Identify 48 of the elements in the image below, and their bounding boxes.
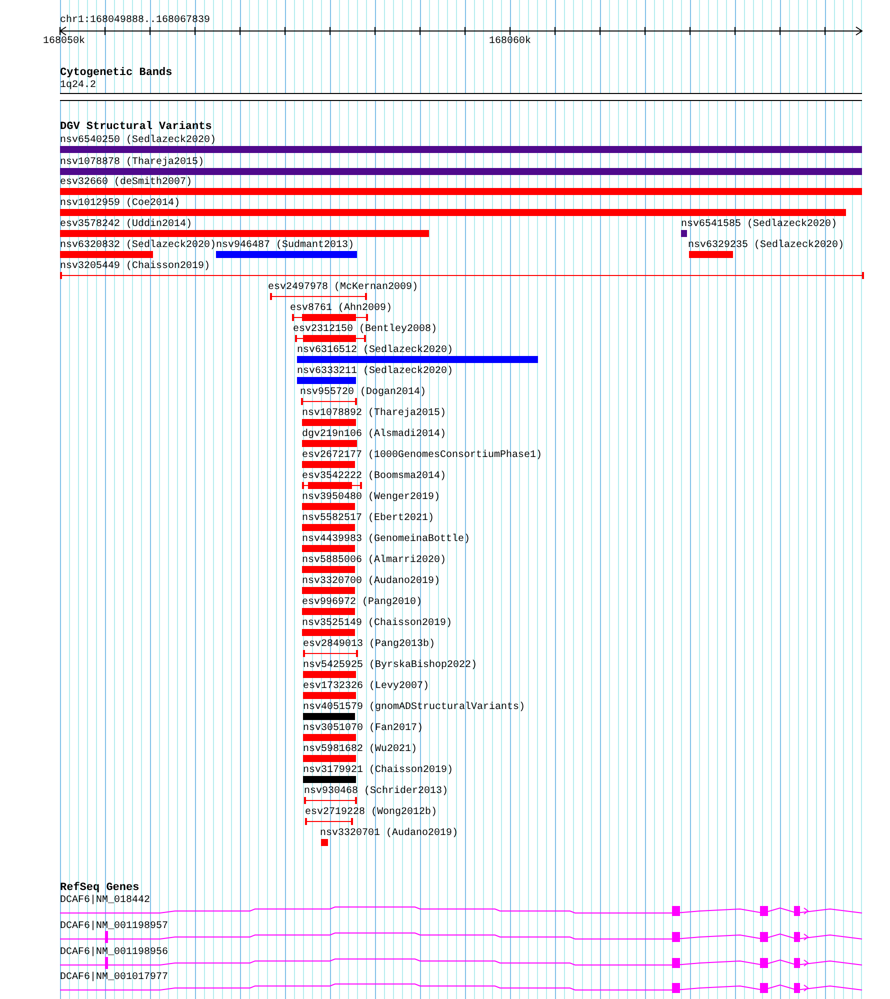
variant-label: nsv6540250 (Sedlazeck2020) xyxy=(60,135,216,147)
variant-label: nsv946487 (Sudmant2013) xyxy=(216,240,354,252)
variant-label: nsv1078892 (Thareja2015) xyxy=(302,408,446,420)
transcript-label: DCAF6|NM_001198957 xyxy=(60,921,170,933)
variant-label: nsv1012959 (Coe2014) xyxy=(60,198,180,210)
variant-label: nsv5582517 (Ebert2021) xyxy=(302,513,434,525)
variant-label: esv32660 (deSmith2007) xyxy=(60,177,192,189)
variant-label: nsv3179921 (Chaisson2019) xyxy=(303,765,454,777)
tick-label: 168050k xyxy=(43,36,86,48)
variant-label: nsv6541585 (Sedlazeck2020) xyxy=(681,219,838,231)
variant-label: esv2719228 (Wong2012b) xyxy=(305,807,438,819)
track-heading: Cytogenetic Bands xyxy=(60,67,172,79)
variant-label: nsv6320832 (Sedlazeck2020) xyxy=(60,240,216,252)
variant-label: nsv1078878 (Thareja2015) xyxy=(60,157,204,169)
variant-label: nsv3525149 (Chaisson2019) xyxy=(302,618,452,630)
variant-label: esv2497978 (McKernan2009) xyxy=(268,282,418,294)
transcript-label: DCAF6|NM_001017977 xyxy=(60,972,170,984)
variant-label: nsv955720 (Dogan2014) xyxy=(300,387,426,399)
variant-label: nsv4051579 (gnomADStructuralVariants) xyxy=(303,702,526,714)
transcript-label: DCAF6|NM_001198956 xyxy=(60,947,170,959)
variant-label: nsv3051070 (Fan2017) xyxy=(303,723,424,735)
variant-label: esv3542222 (Boomsma2014) xyxy=(302,471,446,483)
variant-label: esv3578242 (Uddin2014) xyxy=(60,219,192,231)
variant-label: nsv6316512 (Sedlazeck2020) xyxy=(297,345,454,357)
ruler-range-label: chr1:168049888..168067839 xyxy=(60,15,210,27)
variant-label: dgv219n106 (Alsmadi2014) xyxy=(302,429,446,441)
variant-label: nsv3950480 (Wenger2019) xyxy=(302,492,440,504)
variant-label: esv2672177 (1000GenomesConsortiumPhase1) xyxy=(302,450,542,462)
variant-label: nsv930468 (Schrider2013) xyxy=(304,786,448,798)
variant-label: nsv5425925 (ByrskaBishop2022) xyxy=(303,660,478,672)
variant-label: esv8761 (Ahn2009) xyxy=(290,303,392,315)
track-heading: RefSeq Genes xyxy=(60,882,140,894)
variant-label: nsv5885006 (Almarri2020) xyxy=(302,555,446,567)
variant-label: esv1732326 (Levy2007) xyxy=(303,681,430,693)
variant-label: nsv3320700 (Audano2019) xyxy=(302,576,440,588)
tick-label: 168060k xyxy=(489,36,532,48)
band-label: 1q24.2 xyxy=(60,80,96,92)
variant-label: nsv6333211 (Sedlazeck2020) xyxy=(297,366,454,378)
variant-label: esv2849013 (Pang2013b) xyxy=(303,639,436,651)
variant-label: esv2312150 (Bentley2008) xyxy=(293,324,438,336)
variant-label: nsv6329235 (Sedlazeck2020) xyxy=(688,240,844,252)
variant-label: esv996972 (Pang2010) xyxy=(302,597,422,609)
variant-label: nsv3320701 (Audano2019) xyxy=(320,828,458,840)
variant-label: nsv5981682 (Wu2021) xyxy=(303,744,418,756)
variant-label: nsv4439983 (GenomeinaBottle) xyxy=(302,534,470,546)
track-heading: DGV Structural Variants xyxy=(60,121,212,133)
variant-label: nsv3205449 (Chaisson2019) xyxy=(60,261,210,273)
transcript-label: DCAF6|NM_018442 xyxy=(60,895,152,907)
